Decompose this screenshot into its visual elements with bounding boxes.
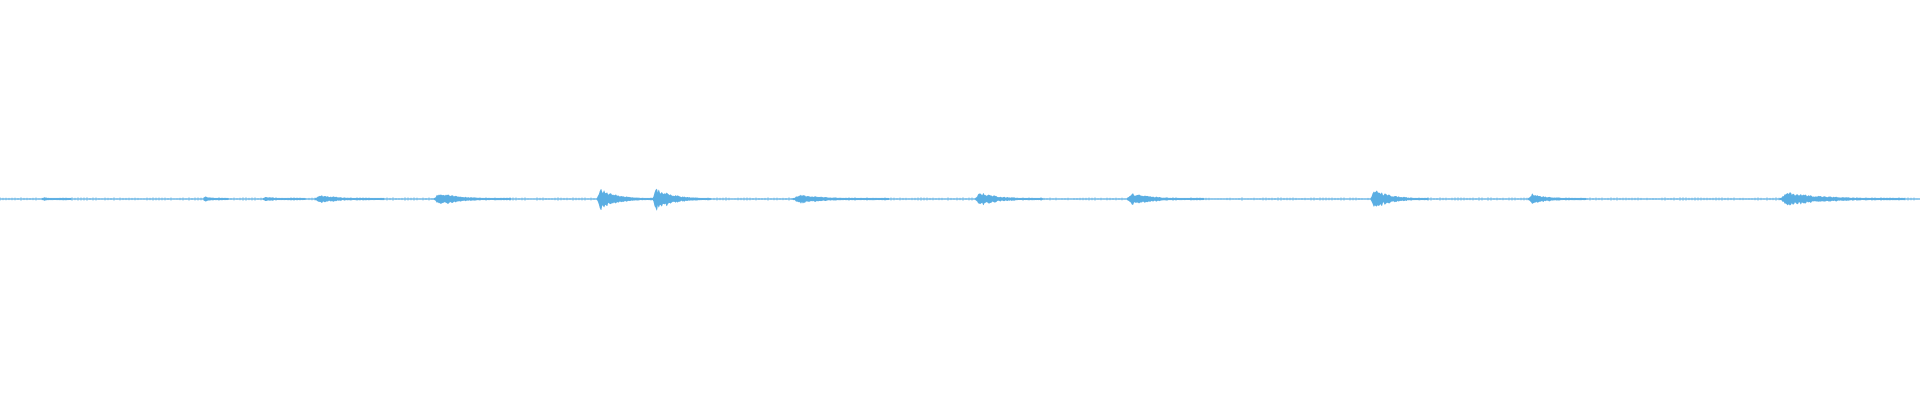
waveform-burst bbox=[433, 194, 511, 205]
waveform-noise-ticks bbox=[0, 197, 1918, 201]
waveform-burst bbox=[652, 188, 711, 212]
waveform-burst bbox=[314, 195, 385, 204]
waveform-burst bbox=[1126, 193, 1205, 205]
waveform-burst bbox=[975, 192, 1043, 206]
waveform-bursts bbox=[41, 188, 1905, 212]
waveform-burst bbox=[1370, 190, 1429, 208]
waveform-burst bbox=[262, 197, 306, 201]
